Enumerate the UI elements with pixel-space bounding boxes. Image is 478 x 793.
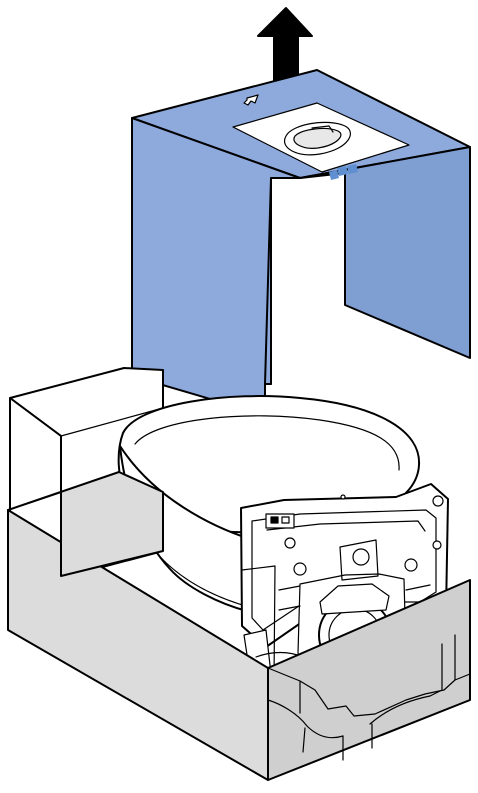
cardboard-tray [7, 471, 471, 781]
installation-manual [232, 102, 410, 180]
pull-arrow-icon [243, 94, 259, 106]
